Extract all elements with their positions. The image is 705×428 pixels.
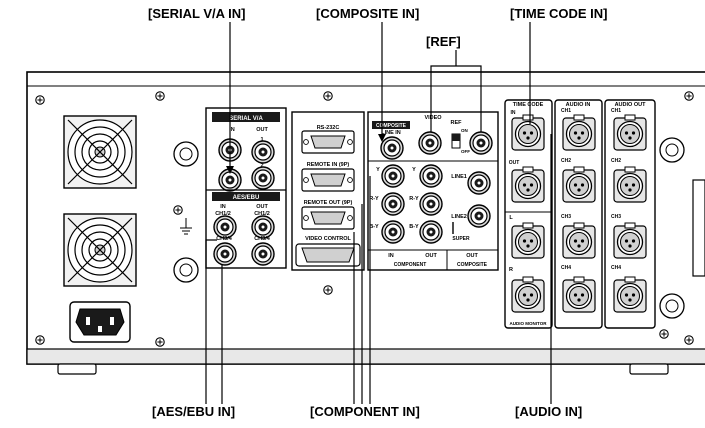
label-serial-in: IN [229,127,235,133]
label-ref-on: ON [461,128,468,133]
label-aes-in-ch12: CH1/2 [215,211,231,217]
label-tc-out: OUT [509,160,520,166]
label-y-in: Y [376,167,380,173]
callout-serial-va-in: [SERIAL V/A IN] [148,6,246,21]
label-aout-ch4: CH4 [611,265,621,271]
label-ry-out: R-Y [409,196,419,202]
label-tc-in: IN [511,110,516,116]
callout-aes-ebu-in: [AES/EBU IN] [152,404,236,419]
label-serial-out-1: 1 [260,137,263,143]
callout-composite-in: [COMPOSITE IN] [316,6,420,21]
label-ref-off: OFF [461,149,470,154]
label-line2: LINE2 [451,214,467,220]
label-aout-ch1: CH1 [611,108,621,114]
label-y-out: Y [412,167,416,173]
label-ain-ch4: CH4 [561,265,571,271]
label-aes-out-ch34: CH3/4 [254,236,271,242]
callout-time-code-in: [TIME CODE IN] [510,6,608,21]
label-serial-out: OUT [256,127,268,133]
label-aes-in-ch34: CH3/4 [216,236,233,242]
label-composite-out: OUT [466,253,478,259]
label-ref: REF [451,120,463,126]
label-audio-out-panel: AUDIO OUT [615,102,647,108]
label-by-in: B-Y [369,224,379,230]
label-audio-in-panel: AUDIO IN [566,102,591,108]
callout-ref: [REF] [426,34,461,49]
label-audio-monitor: AUDIO MONITOR [510,321,548,326]
label-ain-ch2: CH2 [561,158,571,164]
label-monitor-r: R [509,267,513,273]
label-serial-va: SERIAL V/A [229,116,263,122]
label-by-out: B-Y [409,224,419,230]
label-time-code: TIME CODE [513,102,544,108]
label-aes-in: IN [220,204,226,210]
label-component: COMPONENT [394,262,427,268]
label-video-control: VIDEO CONTROL [305,236,351,242]
label-aes-ebu: AES/EBU [233,195,260,201]
label-remote-in: REMOTE IN (9P) [307,162,350,168]
label-ain-ch3: CH3 [561,214,571,220]
label-composite-bottom: COMPOSITE [457,262,488,268]
callout-component-in: [COMPONENT IN] [310,404,420,419]
label-aes-out: OUT [256,204,268,210]
label-aout-ch3: CH3 [611,214,621,220]
label-component-out: OUT [425,253,437,259]
label-composite-top: COMPOSITE [376,123,407,129]
label-ain-ch1: CH1 [561,108,571,114]
label-aes-out-ch12: CH1/2 [254,211,270,217]
label-line-in: LINE IN [381,130,401,136]
label-rs232c: RS-232C [317,125,340,131]
label-video: VIDEO [424,115,442,121]
label-serial-out-2: 2 [260,163,263,169]
label-line1: LINE1 [451,174,467,180]
label-remote-out: REMOTE OUT (9P) [304,200,353,206]
label-ry-in: R-Y [369,196,379,202]
label-component-in: IN [388,253,394,259]
label-super: SUPER [452,236,470,242]
label-aout-ch2: CH2 [611,158,621,164]
callout-audio-in: [AUDIO IN] [515,404,583,419]
label-monitor-l: L [509,215,513,221]
